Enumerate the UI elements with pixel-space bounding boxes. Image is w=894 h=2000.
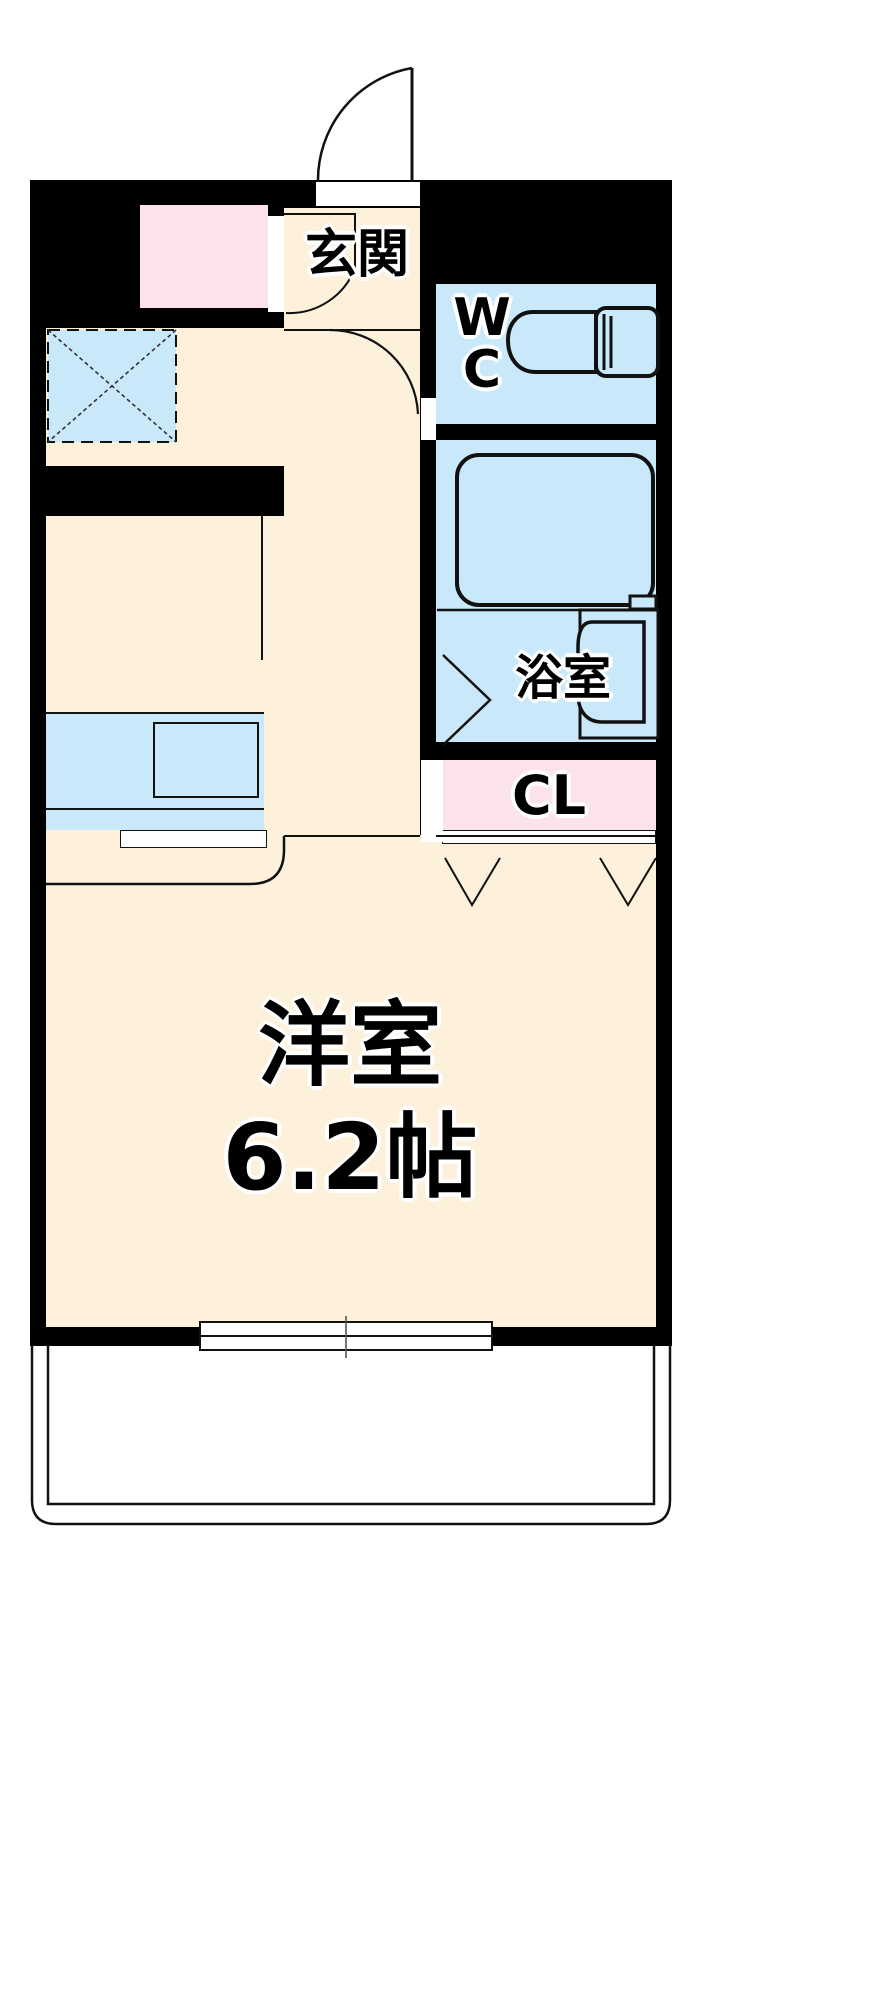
wall-hall-wetarea-divider (420, 180, 436, 860)
room-label-entrance: 玄関 (304, 225, 409, 285)
kitchen-counter-base (120, 830, 267, 848)
balcony-outline (30, 1346, 672, 1526)
entry-door-threshold (316, 182, 420, 206)
wall-wc-bath-divider (420, 424, 672, 440)
room-label-closet: CL (511, 764, 587, 827)
fixture-kitchen-counter-front (46, 808, 264, 830)
room-label-bath: 浴室 (514, 650, 611, 706)
room-hall-upper-left (46, 328, 284, 466)
room-closet (442, 760, 656, 830)
wall-kitchen-top-partition (30, 466, 284, 516)
wall-upper-right-block (420, 180, 672, 284)
bath-door-gap (421, 760, 443, 842)
wc-door-gap (421, 398, 436, 440)
room-hall (284, 328, 420, 840)
wall-left-exterior-upper (30, 180, 46, 330)
room-label-wc: W C (453, 288, 511, 400)
entry-door-swing (316, 66, 414, 183)
fixture-kitchen-sink-basin (153, 722, 259, 798)
wall-left-exterior-kitchen (30, 328, 46, 1328)
closet-door-panel (442, 830, 656, 844)
wall-bath-closet-divider (420, 742, 672, 760)
shoebox-opening (268, 216, 284, 312)
room-label-main: 洋室 6.2帖 (222, 992, 478, 1211)
fixture-shoebox (140, 205, 268, 308)
room-main (46, 835, 656, 1327)
